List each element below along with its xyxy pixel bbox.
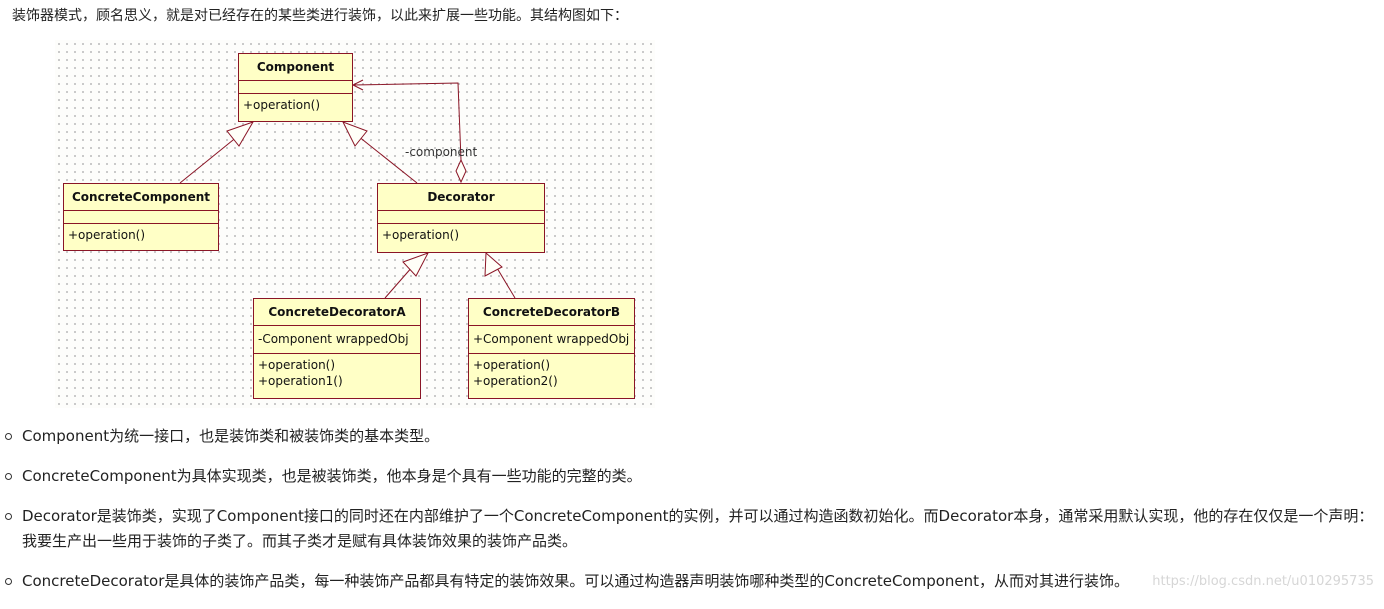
class-attributes (378, 211, 544, 224)
class-concrete-decorator-b[interactable]: ConcreteDecoratorB +Component wrappedObj… (468, 298, 635, 399)
connector-decoratorb-decorator (496, 267, 516, 299)
aggregation-arrow-tip (351, 79, 364, 91)
operation: +operation2() (473, 374, 558, 388)
aggregation-link (352, 82, 462, 161)
class-name: Decorator (378, 184, 544, 211)
attribute: +Component wrappedObj (473, 332, 630, 346)
operation: +operation1() (258, 374, 343, 388)
connector-concretecomponent-component (179, 135, 239, 184)
class-operations: +operation() (239, 94, 352, 116)
attribute: -Component wrappedObj (258, 332, 409, 346)
class-operations: +operation() +operation2() (469, 354, 634, 392)
association-role-label: -component (405, 145, 478, 159)
class-name: ConcreteDecoratorB (469, 299, 634, 326)
generalization-arrowhead (226, 121, 255, 147)
operation: +operation() (258, 358, 336, 372)
connector-decoratora-decorator (384, 265, 414, 299)
generalization-arrowhead (402, 252, 430, 277)
uml-class-diagram: Component +operation() ConcreteComponent… (55, 40, 655, 408)
list-item: Component为统一接口，也是装饰类和被装饰类的基本类型。 (0, 424, 1384, 449)
class-name: Component (239, 54, 352, 81)
explanation-list: Component为统一接口，也是装饰类和被装饰类的基本类型。 Concrete… (0, 424, 1384, 609)
generalization-arrowhead (341, 121, 368, 147)
class-operations: +operation() (64, 224, 218, 246)
operation: +operation() (243, 98, 321, 112)
class-decorator[interactable]: Decorator +operation() (377, 183, 545, 253)
generalization-arrowhead (484, 251, 503, 277)
list-item: ConcreteDecorator是具体的装饰产品类，每一种装饰产品都具有特定的… (0, 569, 1384, 594)
class-component[interactable]: Component +operation() (238, 53, 353, 122)
operation: +operation() (473, 358, 551, 372)
connector-decorator-component (357, 135, 418, 184)
operation: +operation() (68, 228, 146, 242)
class-name: ConcreteDecoratorA (254, 299, 420, 326)
class-attributes (239, 81, 352, 94)
list-item: Decorator是装饰类，实现了Component接口的同时还在内部维护了一个… (0, 504, 1384, 554)
operation: +operation() (382, 228, 460, 242)
watermark: https://blog.csdn.net/u010295735 (1152, 574, 1374, 589)
class-name: ConcreteComponent (64, 184, 218, 211)
class-operations: +operation() (378, 224, 544, 246)
class-attributes: +Component wrappedObj (469, 326, 634, 354)
class-attributes: -Component wrappedObj (254, 326, 420, 354)
diagram-connectors (179, 79, 516, 299)
class-concrete-decorator-a[interactable]: ConcreteDecoratorA -Component wrappedObj… (253, 298, 421, 399)
class-concrete-component[interactable]: ConcreteComponent +operation() (63, 183, 219, 251)
class-attributes (64, 211, 218, 224)
list-item: ConcreteComponent为具体实现类，也是被装饰类，他本身是个具有一些… (0, 464, 1384, 489)
class-operations: +operation() +operation1() (254, 354, 420, 392)
aggregation-diamond (455, 158, 467, 184)
intro-text: 装饰器模式，顾名思义，就是对已经存在的某些类进行装饰，以此来扩展一些功能。其结构… (12, 8, 628, 24)
